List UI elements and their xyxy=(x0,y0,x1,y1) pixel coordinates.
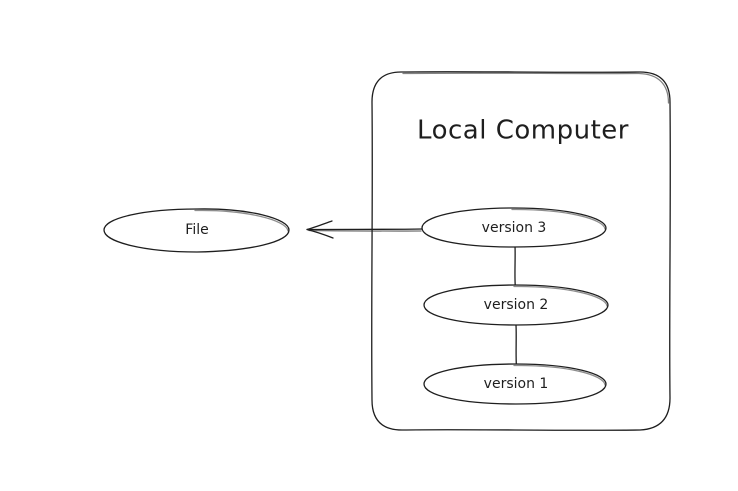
node-file xyxy=(103,208,290,253)
arrow-v3-to-file xyxy=(306,220,423,239)
node-version-2 xyxy=(423,284,609,326)
arrowhead xyxy=(306,220,334,239)
node-version-3-label: version 3 xyxy=(482,220,547,236)
node-version-1 xyxy=(423,363,607,405)
node-version-1-label: version 1 xyxy=(484,376,549,392)
node-file-label: File xyxy=(185,222,208,238)
node-version-2-label: version 2 xyxy=(484,297,549,313)
local-computer-title: Local Computer xyxy=(417,116,629,146)
node-version-3 xyxy=(421,207,607,248)
local-computer-container xyxy=(371,71,671,431)
